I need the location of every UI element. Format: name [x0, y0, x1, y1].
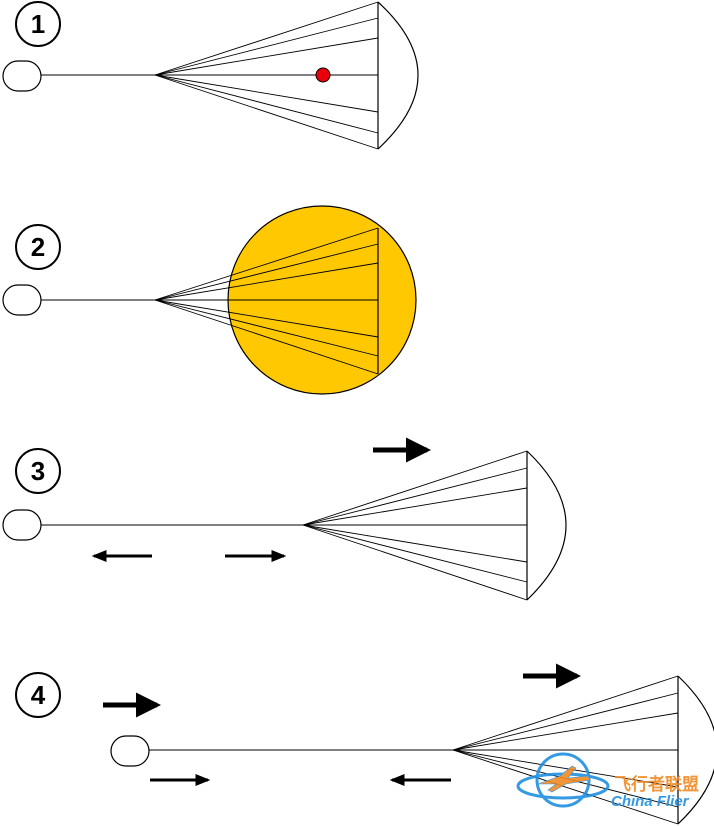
watermark-english-text: China Flier	[611, 793, 690, 810]
watermark-chinese-text: 飞行者联盟	[614, 774, 699, 795]
payload-capsule	[2, 509, 42, 541]
payload-capsule	[2, 60, 42, 92]
suspension-lines	[452, 675, 679, 825]
watermark-logo-plane-icon	[537, 765, 591, 793]
step-2: 2	[2, 205, 417, 395]
step-number-label: 2	[31, 232, 45, 262]
step-number-label: 4	[31, 680, 46, 710]
step-number-badge	[15, 224, 61, 270]
payload-capsule	[2, 284, 42, 316]
step-3: 3	[2, 437, 567, 601]
suspension-lines	[154, 227, 379, 375]
step-1: 1	[2, 1, 419, 150]
canopy-dome	[526, 450, 567, 601]
pilot-chute-marker	[315, 67, 331, 83]
step-number-badge	[15, 672, 61, 718]
step-number-badge	[15, 448, 61, 494]
step-number-label: 1	[31, 9, 45, 39]
step-4: 4	[15, 663, 714, 825]
suspension-lines	[302, 450, 528, 601]
payload-capsule	[110, 735, 150, 767]
suspension-lines	[154, 1, 379, 150]
china-flier-watermark: 飞行者联盟 China Flier	[516, 752, 699, 810]
step-number-badge	[15, 1, 61, 47]
step-number-label: 3	[31, 456, 45, 486]
canopy-dome	[677, 675, 714, 825]
collapsed-canopy	[377, 1, 419, 150]
